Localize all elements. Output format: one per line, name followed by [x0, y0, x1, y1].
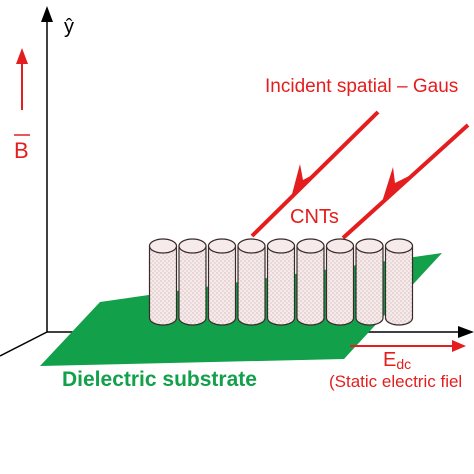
cnt-tube	[355, 238, 384, 326]
cnt-tube-body	[355, 245, 384, 326]
e-field: Edc	[350, 340, 466, 372]
cnt-tube-cap	[266, 238, 296, 254]
incident-arrow-2-head	[382, 167, 411, 202]
b-field-label: B	[14, 138, 29, 163]
cnt-tube-body	[178, 245, 207, 326]
cnt-tube	[266, 238, 296, 326]
b-field-arrowhead	[16, 48, 28, 64]
cnt-tube-cap	[384, 238, 414, 254]
cnt-tube	[148, 238, 178, 326]
cnt-tube-cap	[178, 238, 207, 254]
b-field: B	[14, 48, 30, 163]
y-axis-label: ŷ	[64, 16, 74, 38]
x-axis-arrowhead	[458, 326, 474, 338]
cnt-tube-cap	[355, 238, 384, 254]
e-field-main: E	[383, 349, 396, 371]
incident-wave-label: Incident spatial – Gaus	[265, 76, 458, 97]
cnt-tube-body	[148, 245, 178, 326]
e-field-arrowhead	[452, 340, 466, 352]
cnt-tube	[325, 238, 355, 326]
cnts-label: CNTs	[290, 206, 339, 228]
cnt-tube-body	[207, 245, 237, 326]
static-field-label: (Static electric fiel	[329, 372, 462, 391]
cnt-tube-cap	[325, 238, 355, 254]
incident-arrow-1-head	[291, 164, 318, 198]
cnt-array	[148, 238, 414, 326]
substrate-label: Dielectric substrate	[62, 368, 257, 391]
cnt-tube-cap	[207, 238, 237, 254]
cnt-tube	[237, 238, 266, 326]
cnt-tube	[178, 238, 207, 326]
cnt-tube-body	[296, 245, 325, 326]
cnt-tube-body	[266, 245, 296, 326]
cnt-tube-body	[237, 245, 266, 326]
e-field-subscript: dc	[396, 356, 411, 372]
cnt-tube-body	[384, 245, 414, 326]
e-field-label: Edc	[383, 349, 411, 372]
cnt-tube-cap	[296, 238, 325, 254]
cnt-tube	[384, 238, 414, 326]
incident-arrow-2-tail	[341, 123, 470, 240]
y-axis-arrowhead	[41, 6, 53, 22]
z-axis-line	[0, 331, 48, 357]
cnt-tube-body	[325, 245, 355, 326]
cnt-tube	[207, 238, 237, 326]
cnt-tube-cap	[237, 238, 266, 254]
incident-arrows	[250, 110, 470, 240]
cnt-tube-cap	[148, 238, 178, 254]
cnt-tube	[296, 238, 325, 326]
